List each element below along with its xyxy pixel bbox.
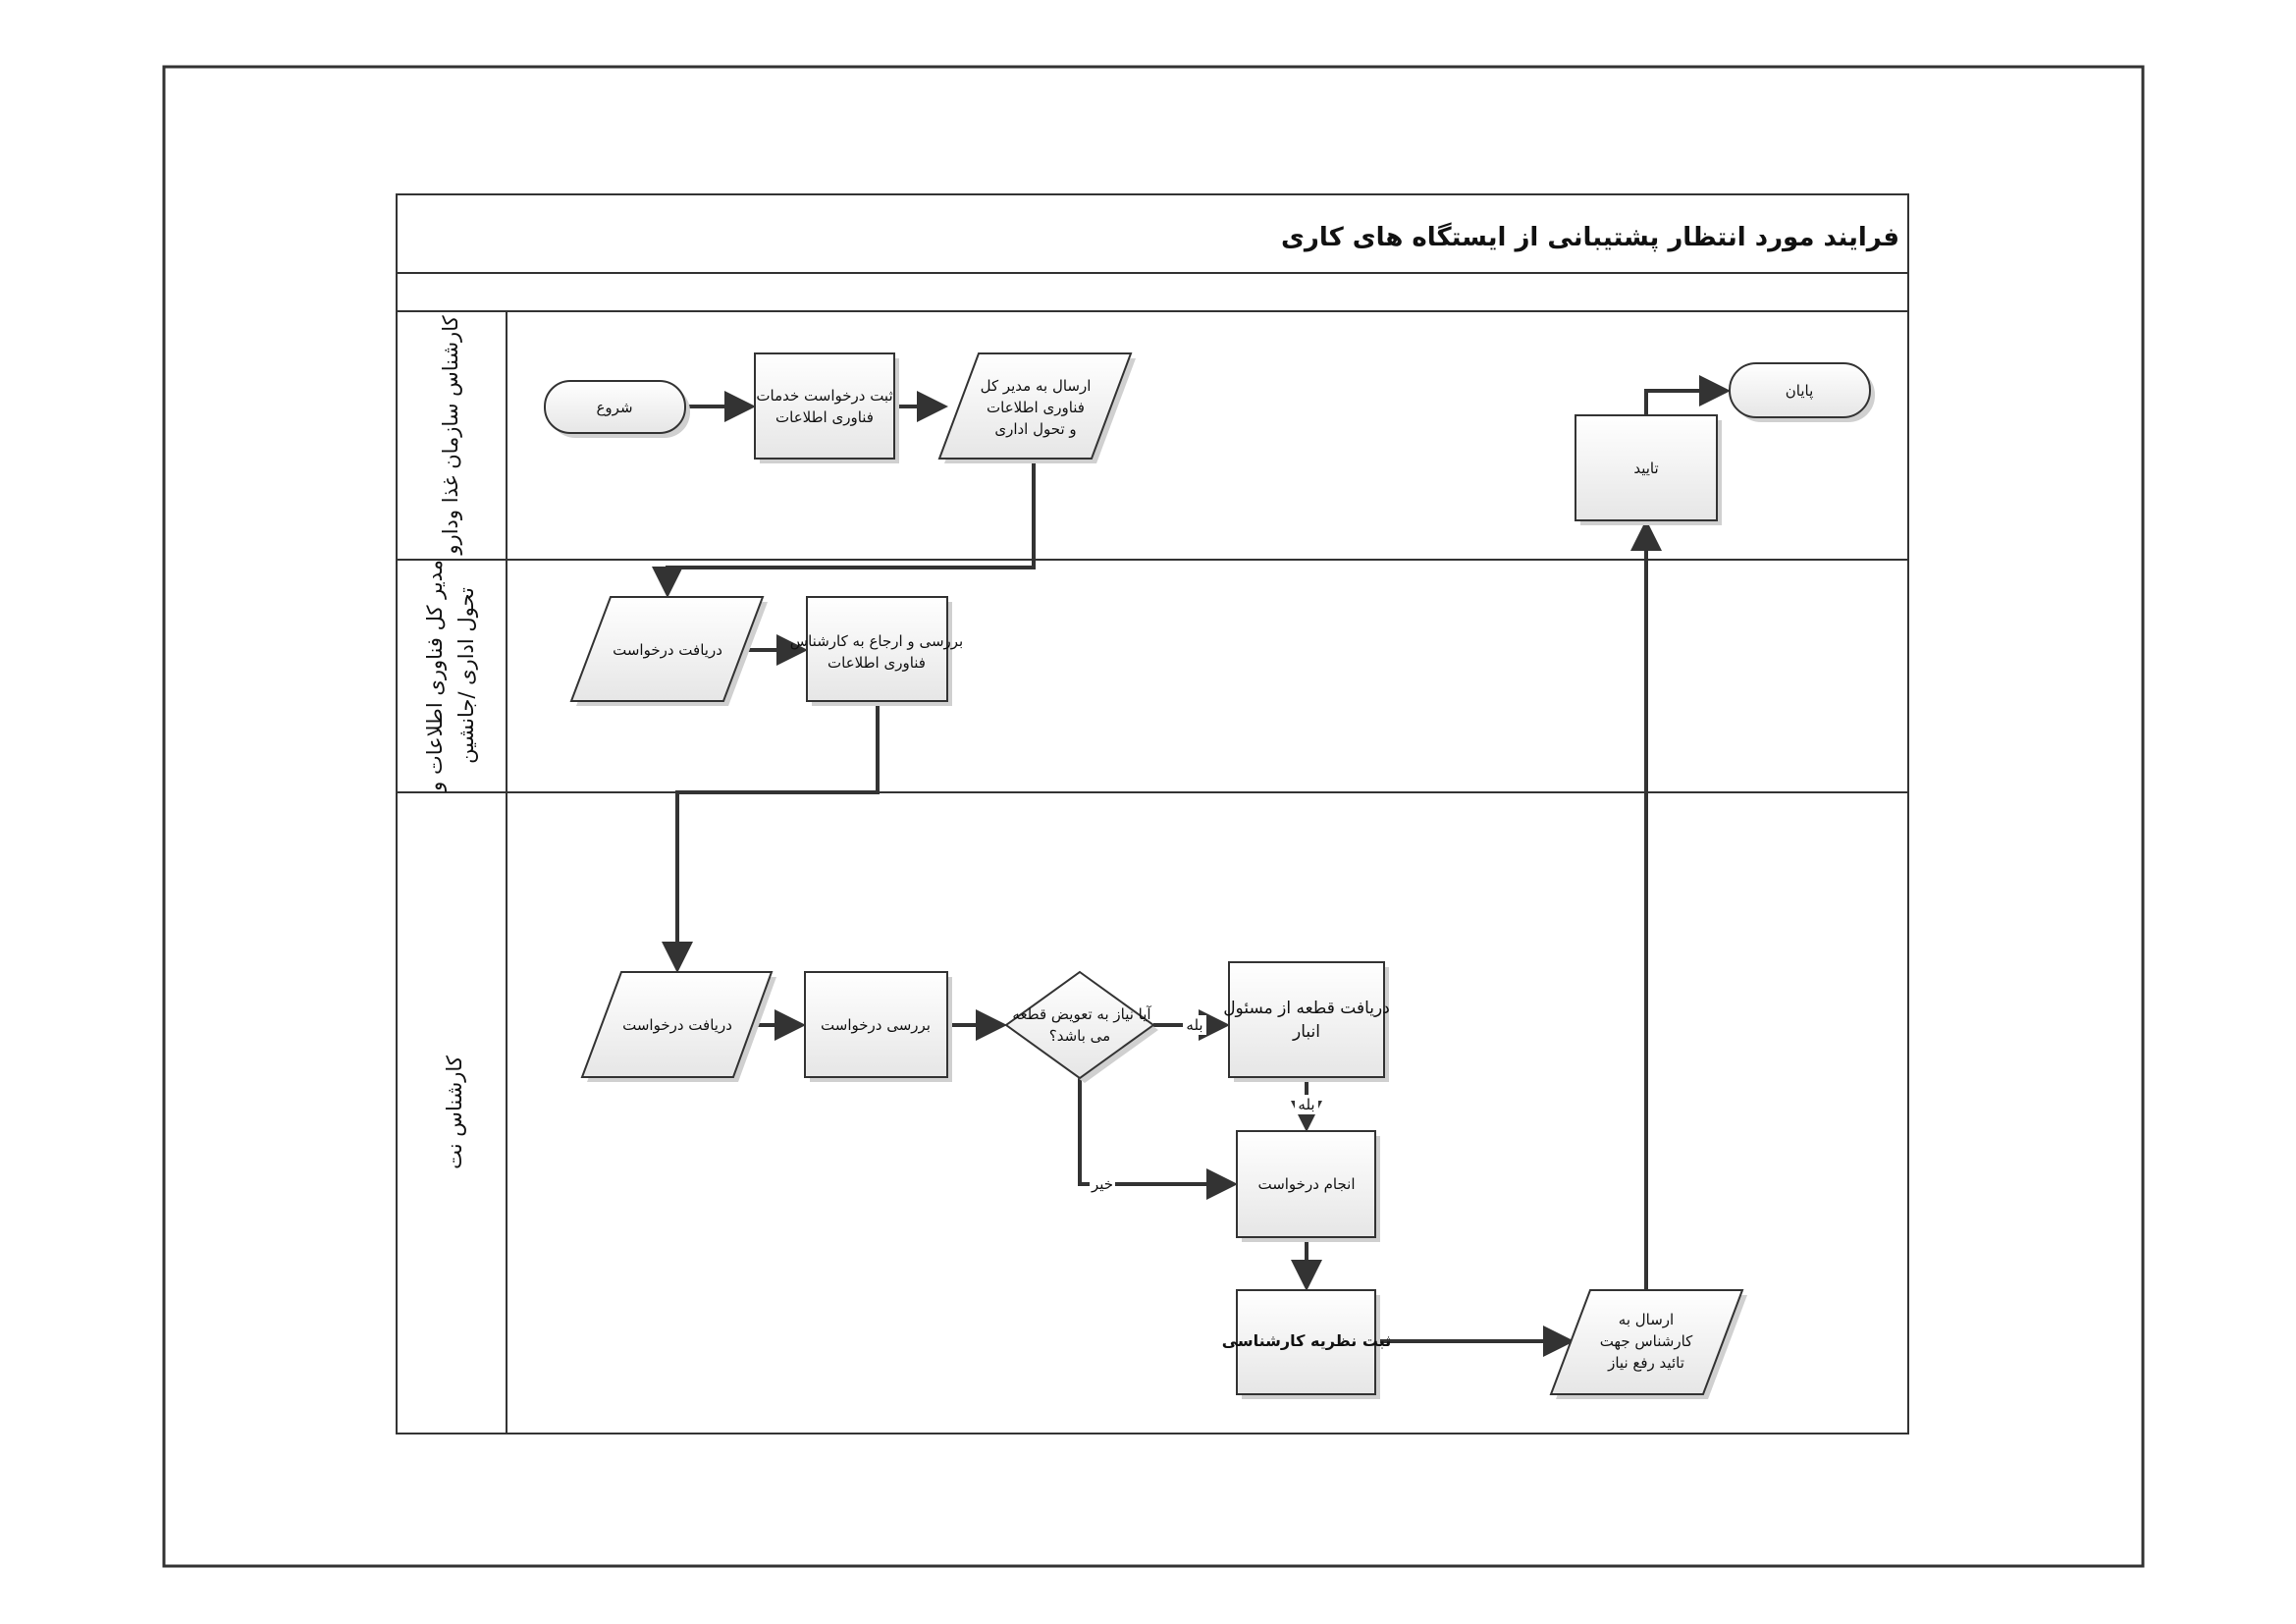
label-bg [1295, 1095, 1318, 1114]
edge-label-no: خیر [1091, 1175, 1113, 1193]
lane-label-2-line2: تحول اداری /جانشین [454, 587, 478, 764]
pool-frame [396, 193, 1909, 1435]
node-label: بررسی درخواست [821, 1016, 931, 1034]
node-label: فناوری اطلاعات [987, 399, 1085, 416]
node-get-part[interactable]: دریافت قطعه از مسئول انبار [1223, 961, 1390, 1082]
page-border [162, 65, 2145, 1568]
node-label: می باشد؟ [1049, 1027, 1110, 1045]
lane-label-3: کارشناس نت [443, 1056, 466, 1169]
node-start[interactable]: شروع [544, 380, 690, 438]
diagram-title: فرایند مورد انتظار پشتیبانی از ایستگاه ه… [1281, 222, 1899, 252]
node-label: ثبت نظریه کارشناسی [1222, 1331, 1392, 1350]
node-record-opinion[interactable]: ثبت نظریه کارشناسی [1222, 1289, 1392, 1399]
node-label: تایید [1633, 460, 1658, 477]
edge-send-receive1 [652, 459, 1036, 598]
node-label: فناوری اطلاعات [828, 654, 926, 672]
node-receive-request-tech[interactable]: دریافت درخواست [580, 971, 776, 1082]
node-do-request[interactable]: انجام درخواست [1236, 1130, 1380, 1242]
node-review-refer[interactable]: بررسی و ارجاع به کارشناس فناوری اطلاعات [790, 596, 963, 706]
lane-label-2-line1: مدیر کل فناوری اطلاعات و [423, 560, 447, 792]
edge-review-receive2 [662, 701, 880, 973]
node-label: ثبت درخواست خدمات [756, 387, 892, 405]
node-label: ارسال به [1619, 1311, 1674, 1328]
node-label: انبار [1292, 1022, 1320, 1042]
edge-approve-end [1644, 375, 1731, 415]
connectors: بله بله خیر [652, 375, 1731, 1357]
label-bg [1183, 1015, 1206, 1035]
node-send-to-manager[interactable]: ارسال به مدیر کل فناوری اطلاعات و تحول ا… [937, 352, 1136, 463]
node-label: فناوری اطلاعات [775, 408, 874, 426]
node-decision-replace-part[interactable]: آیا نیاز به تعویض قطعه می باشد؟ [1004, 970, 1158, 1083]
node-label: شروع [596, 399, 632, 416]
node-label: آیا نیاز به تعویض قطعه [1012, 1005, 1151, 1023]
node-label: بررسی و ارجاع به کارشناس [790, 632, 963, 650]
node-label: دریافت درخواست [622, 1016, 732, 1034]
node-register-request[interactable]: ثبت درخواست خدمات فناوری اطلاعات [754, 352, 899, 463]
node-label: پایان [1786, 382, 1814, 401]
edge-label-yes: بله [1298, 1096, 1314, 1113]
node-label: دریافت درخواست [613, 641, 722, 659]
node-label: دریافت قطعه از مسئول [1223, 999, 1390, 1018]
edge-decision-no [1078, 1078, 1238, 1200]
edge-label-yes: بله [1186, 1016, 1202, 1034]
node-label: ارسال به مدیر کل [981, 377, 1092, 395]
node-approve[interactable]: تایید [1575, 414, 1722, 525]
node-label: انجام درخواست [1257, 1175, 1355, 1193]
lane-label-1: کارشناس سازمان غذا ودارو [439, 315, 462, 555]
label-bg [1090, 1174, 1115, 1194]
sub-band [396, 272, 1909, 312]
node-label: تائید رفع نیاز [1607, 1354, 1684, 1372]
node-end[interactable]: پایان [1729, 362, 1875, 422]
swimlane-pool: فرایند مورد انتظار پشتیبانی از ایستگاه ه… [396, 193, 1909, 1435]
node-review-request[interactable]: بررسی درخواست [804, 971, 952, 1082]
node-label: کارشناس جهت [1600, 1332, 1693, 1350]
node-receive-request-manager[interactable]: دریافت درخواست [569, 596, 768, 706]
node-send-to-expert[interactable]: ارسال به کارشناس جهت تائید رفع نیاز [1549, 1289, 1747, 1399]
node-label: و تحول اداری [994, 420, 1076, 438]
